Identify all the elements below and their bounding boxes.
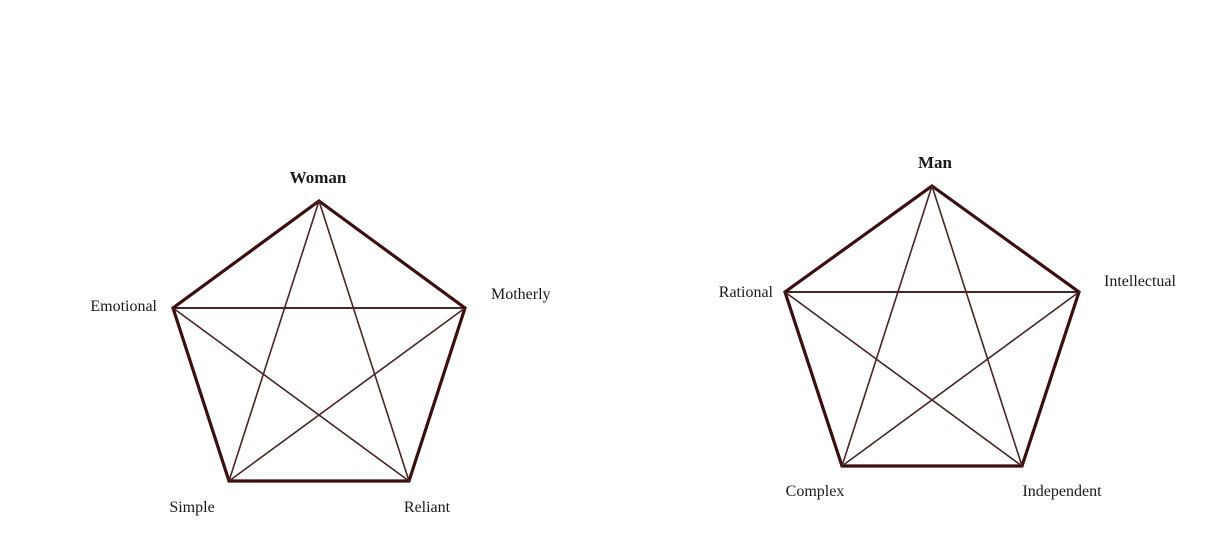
man-title-label: Man [918, 153, 953, 172]
woman-chord-emotional-reliant [172, 307, 410, 482]
woman-title-label: Woman [290, 168, 347, 187]
man-pentagon-outline [783, 184, 1081, 468]
woman-chord-woman-reliant [318, 200, 410, 482]
woman-label-simple: Simple [169, 499, 214, 516]
woman-chord-motherly-simple [228, 307, 466, 482]
man-label-intellectual: Intellectual [1104, 273, 1177, 290]
woman-chord-woman-simple [228, 200, 320, 482]
woman-label-emotional: Emotional [90, 298, 157, 315]
man-label-rational: Rational [719, 284, 774, 301]
man-chord-man-complex [841, 185, 933, 467]
man-chord-rational-independent [784, 291, 1023, 467]
woman-pentagon-outline [171, 199, 467, 483]
man-label-complex: Complex [786, 483, 845, 500]
man-chord-man-independent [931, 185, 1023, 467]
man-chord-intellectual-complex [841, 291, 1080, 467]
woman-label-motherly: Motherly [491, 286, 551, 303]
woman-label-reliant: Reliant [404, 499, 451, 516]
pentagram-man: Man Rational Intellectual Complex Indepe… [719, 153, 1177, 500]
pentagram-woman: Woman Emotional Motherly Simple Reliant [90, 168, 550, 516]
man-label-independent: Independent [1022, 483, 1102, 500]
